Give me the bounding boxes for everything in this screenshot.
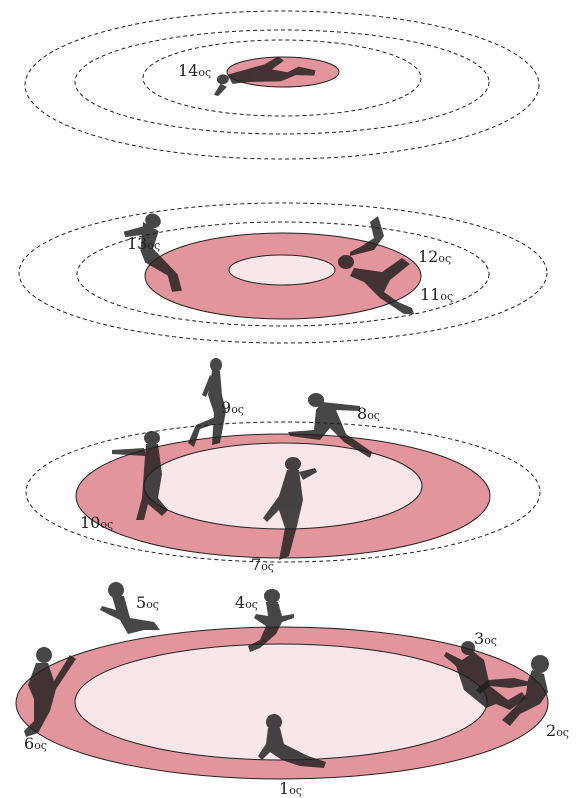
label-14: 14ος [178,61,211,80]
jumper-silhouette-2 [476,655,549,726]
label-6: 6ος [24,734,47,753]
label-13: 13ος [127,234,160,253]
label-7: 7ος [251,555,274,574]
label-2: 2ος [546,721,569,740]
label-12: 12ος [418,247,451,266]
label-1: 1ος [279,779,302,798]
jumper-silhouette-1 [258,714,326,768]
jumper-silhouette-6 [24,647,76,737]
jumper-silhouette-4 [248,589,294,652]
dashed-ring-outer [18,202,548,344]
jumper-silhouette-5 [100,582,160,634]
jumper-silhouette-3 [444,641,526,710]
dashed-ring-middle [74,29,490,135]
dashed-ring-inner [142,39,422,117]
label-11: 11ος [420,285,453,304]
jumper-silhouette-7 [263,457,317,560]
label-4: 4ος [235,593,258,612]
dashed-ring-inner [76,221,490,327]
dashed-ring-outer [24,10,540,160]
jumper-silhouette-8 [288,393,372,458]
dashed-ring [25,421,541,563]
jumper-silhouette-9 [188,358,226,447]
label-10: 10ος [80,513,113,532]
level-1-target [24,10,540,160]
label-5: 5ος [136,593,159,612]
label-3: 3ος [474,629,497,648]
jumper-silhouette-12 [338,216,414,314]
labels: 14ος 13ος 12ος 11ος 9ος 8ος 10ος 7ος 5ος… [24,61,569,798]
jumper-silhouette-13 [123,213,182,292]
jumper-silhouette-10 [112,431,168,520]
level-4-target [15,582,549,780]
inner-zone [228,254,336,286]
label-9: 9ος [221,398,244,417]
jumper-silhouette-14 [213,56,316,97]
level-2-target [18,202,548,344]
label-8: 8ος [357,404,380,423]
level-3-target [25,358,541,563]
